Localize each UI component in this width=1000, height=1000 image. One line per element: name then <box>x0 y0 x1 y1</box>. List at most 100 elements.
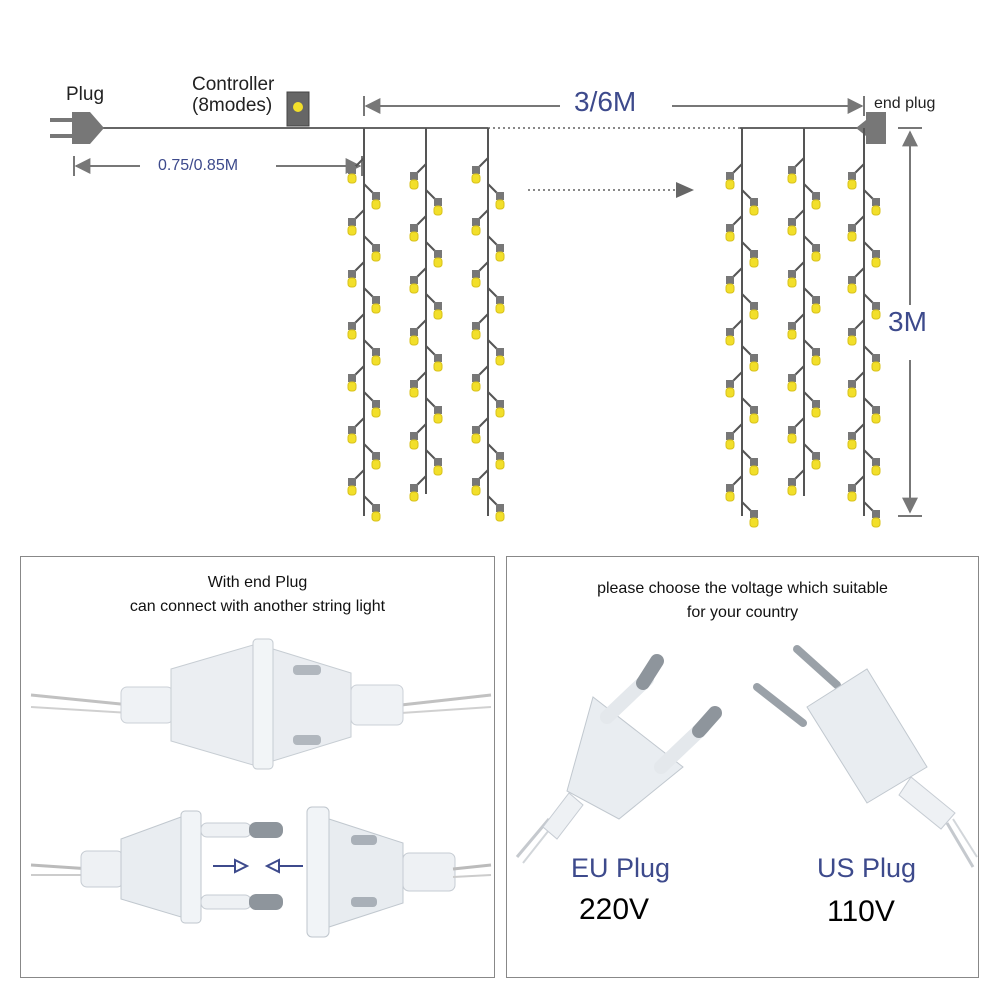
led-bulb <box>487 339 505 366</box>
led-bulb <box>347 365 365 392</box>
led-bulb <box>409 371 427 398</box>
led-bulb <box>425 345 443 372</box>
led-bulb <box>803 391 821 418</box>
width-label: 3/6M <box>574 86 637 117</box>
led-bulb <box>347 209 365 236</box>
led-bulb <box>363 183 381 210</box>
led-bulb <box>409 267 427 294</box>
led-bulb <box>425 293 443 320</box>
led-bulb <box>425 397 443 424</box>
led-bulb <box>863 345 881 372</box>
led-bulb <box>471 261 489 288</box>
controller-icon <box>286 91 310 127</box>
voltage-panel: please choose the voltage which suitable… <box>506 556 979 978</box>
led-bulb <box>487 287 505 314</box>
led-bulb <box>847 319 865 346</box>
led-bulb <box>347 417 365 444</box>
led-bulb <box>803 443 821 470</box>
led-bulb <box>847 163 865 190</box>
led-bulb <box>725 423 743 450</box>
lead-length-label: 0.75/0.85M <box>158 157 239 174</box>
led-bulb <box>847 215 865 242</box>
led-bulb <box>787 261 805 288</box>
led-bulb <box>363 443 381 470</box>
led-bulb <box>725 163 743 190</box>
eu-plug-label: EU Plug <box>571 853 671 883</box>
led-bulb <box>741 189 759 216</box>
male-end-plug <box>30 810 283 924</box>
light-strands <box>347 128 881 528</box>
connected-plugs-image <box>30 638 492 938</box>
us-plug-image <box>753 645 978 868</box>
led-bulb <box>425 189 443 216</box>
led-bulb <box>803 183 821 210</box>
led-bulb <box>409 163 427 190</box>
led-bulb <box>471 157 489 184</box>
end-plug-panel: With end Plug can connect with another s… <box>20 556 495 978</box>
controller-label-line1: Controller <box>192 74 275 95</box>
led-bulb <box>741 293 759 320</box>
eu-plug-voltage: 220V <box>579 893 650 926</box>
led-bulb <box>487 391 505 418</box>
led-bulb <box>787 157 805 184</box>
led-bulb <box>487 443 505 470</box>
led-bulb <box>409 319 427 346</box>
led-bulb <box>741 449 759 476</box>
led-bulb <box>363 495 381 522</box>
led-bulb <box>471 209 489 236</box>
plug-icon <box>50 112 104 144</box>
led-bulb <box>471 365 489 392</box>
height-label: 3M <box>888 306 927 337</box>
plug-types-image <box>515 645 978 868</box>
led-bulb <box>847 475 865 502</box>
connected-plug-pair <box>30 638 492 770</box>
led-bulb <box>803 287 821 314</box>
led-bulb <box>741 345 759 372</box>
led-bulb <box>803 235 821 262</box>
led-bulb <box>487 495 505 522</box>
led-bulb <box>787 417 805 444</box>
led-bulb <box>741 501 759 528</box>
led-bulb <box>741 241 759 268</box>
connect-arrows-icon <box>213 858 303 874</box>
led-bulb <box>847 267 865 294</box>
led-bulb <box>803 339 821 366</box>
led-bulb <box>787 469 805 496</box>
end-plug-label: end plug <box>874 95 936 112</box>
led-bulb <box>347 261 365 288</box>
led-bulb <box>487 235 505 262</box>
led-bulb <box>409 423 427 450</box>
led-bulb <box>487 183 505 210</box>
led-bulb <box>787 313 805 340</box>
end-plug-panel-subtitle: can connect with another string light <box>129 598 386 615</box>
led-bulb <box>863 293 881 320</box>
plug-label: Plug <box>66 84 105 105</box>
led-bulb <box>863 501 881 528</box>
controller-label: Controller (8modes) <box>192 74 274 116</box>
led-bulb <box>425 241 443 268</box>
end-plug-icon <box>856 112 886 144</box>
curtain-light-diagram <box>50 91 922 528</box>
led-bulb <box>347 157 365 184</box>
voltage-panel-subtitle: for your country <box>686 604 799 621</box>
voltage-panel-title: please choose the voltage which suitable <box>597 580 888 597</box>
led-bulb <box>847 423 865 450</box>
led-bulb <box>787 365 805 392</box>
led-bulb <box>363 391 381 418</box>
us-plug-label: US Plug <box>817 853 917 883</box>
led-bulb <box>725 267 743 294</box>
led-bulb <box>725 319 743 346</box>
led-bulb <box>787 209 805 236</box>
led-bulb <box>863 397 881 424</box>
eu-plug-image <box>515 654 722 864</box>
led-bulb <box>863 241 881 268</box>
led-bulb <box>363 339 381 366</box>
led-bulb <box>363 235 381 262</box>
led-bulb <box>409 475 427 502</box>
us-plug-voltage: 110V <box>827 895 895 928</box>
led-bulb <box>409 215 427 242</box>
led-bulb <box>471 313 489 340</box>
controller-label-line2: (8modes) <box>192 95 273 116</box>
led-bulb <box>725 475 743 502</box>
led-bulb <box>347 313 365 340</box>
